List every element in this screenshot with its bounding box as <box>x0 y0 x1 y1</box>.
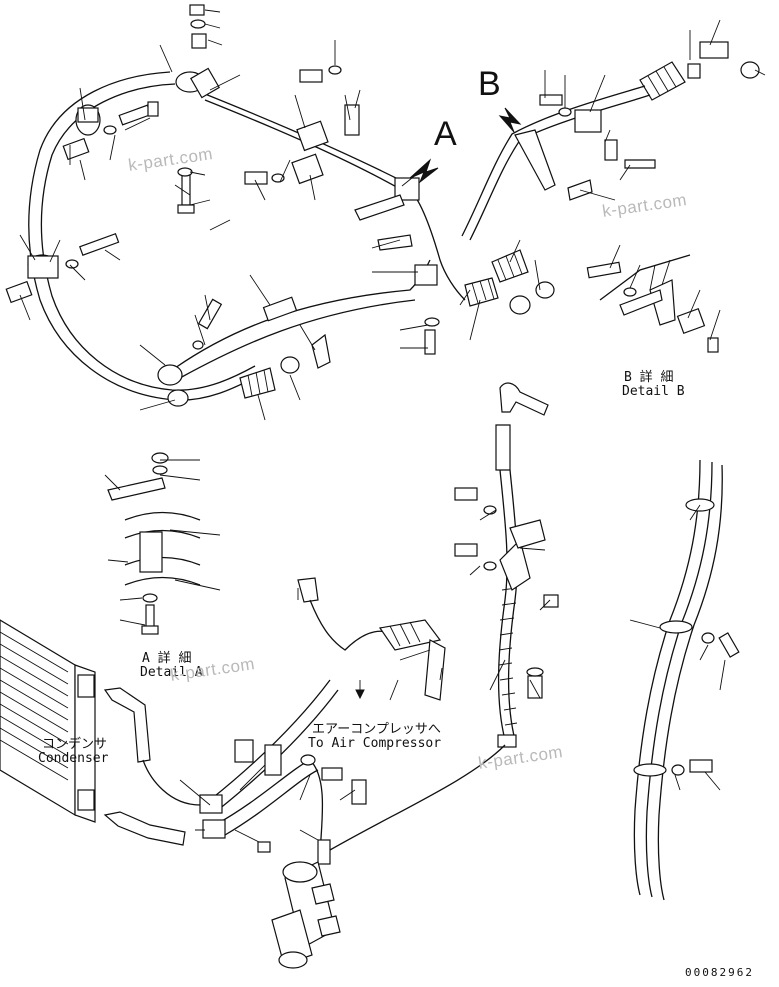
view-arrows <box>401 107 522 187</box>
detail-a-assembly <box>107 452 201 635</box>
detail-b-jp: B 詳 細 <box>624 370 674 385</box>
detail-b-assembly <box>461 41 760 353</box>
fasteners-upper-left <box>5 4 440 355</box>
view-label-b: B <box>478 65 501 103</box>
callout-leaders <box>19 9 766 841</box>
hose-clamps-upper-left <box>27 67 438 407</box>
condenser-unit <box>0 619 96 823</box>
condenser-lines <box>103 577 446 865</box>
drawing-number: 00082962 <box>685 966 754 979</box>
view-label-a: A <box>434 115 457 153</box>
air-compressor-label-jp: エアーコンプレッサへ <box>312 722 441 737</box>
right-side-hose-bundle <box>633 459 740 901</box>
high-pressure-line <box>329 382 559 851</box>
condenser-label-en: Condenser <box>38 751 109 766</box>
condenser-label-jp: コンデンサ <box>42 737 108 752</box>
detail-a-en: Detail A <box>140 665 203 680</box>
receiver-dryer <box>271 861 341 969</box>
air-compressor-label-en: To Air Compressor <box>308 736 442 751</box>
rubber-boots <box>239 61 686 399</box>
detail-b-en: Detail B <box>622 384 685 399</box>
detail-a-jp: A 詳 細 <box>142 651 192 666</box>
